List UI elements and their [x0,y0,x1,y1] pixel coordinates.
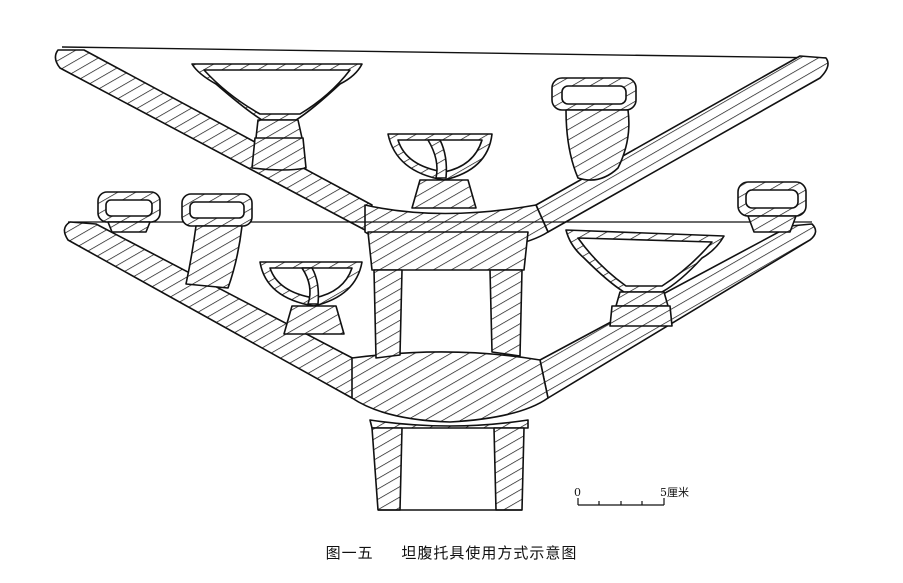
figure-title: 坦腹托具使用方式示意图 [401,544,578,562]
scale-end-label: 5厘米 [660,486,689,499]
jar-lower-far-left [97,191,161,233]
lower-tray [63,221,817,423]
jar-upper-right [551,77,637,181]
scale-bar [577,498,665,506]
bowl-lower-right [565,229,725,327]
cup-lower-center [259,261,363,335]
bowl-upper-left [191,63,363,171]
cup-upper-center [387,133,493,209]
scale-start-label: 0 [574,486,581,499]
figure-number: 图一五 [325,544,374,562]
jar-lower-left [181,193,253,289]
central-column [367,231,529,511]
figure-caption: 图一五 坦腹托具使用方式示意图 [0,542,903,563]
jar-lower-far-right [737,181,807,233]
